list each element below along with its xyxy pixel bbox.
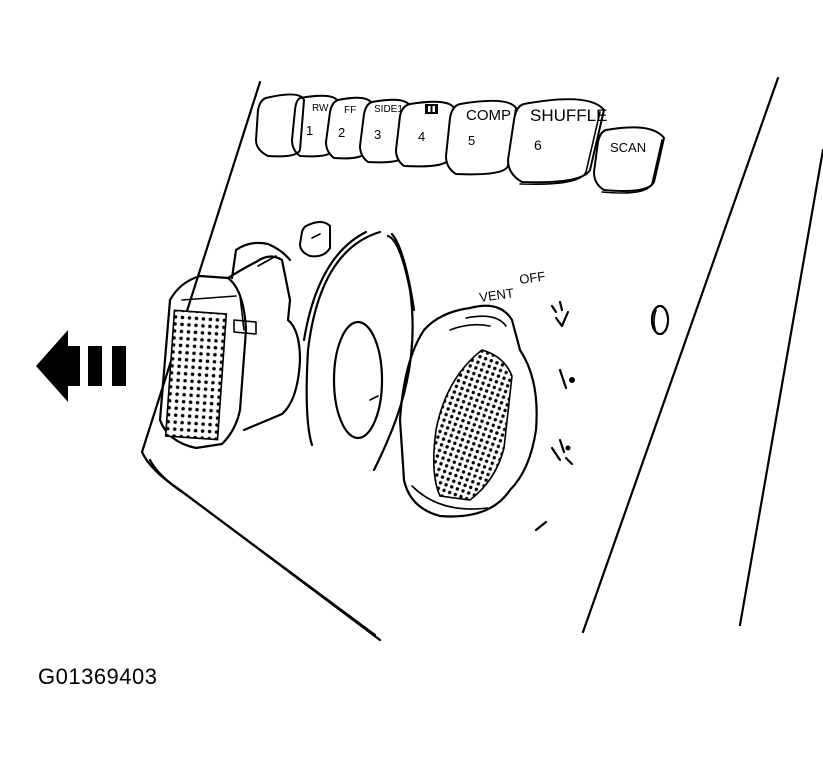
preset-button-5-bottom: 5 — [468, 133, 475, 148]
fan-speed-icon — [550, 300, 575, 466]
preset-button-1-bottom: 1 — [306, 123, 313, 138]
preset-button-5[interactable]: COMP 5 — [444, 99, 518, 176]
removed-knob[interactable] — [158, 241, 302, 450]
indicator-mark — [534, 520, 548, 532]
preset-button-1[interactable]: RW 1 — [254, 93, 340, 158]
scan-button-label: SCAN — [610, 140, 646, 155]
preset-button-6-top: SHUFFLE — [530, 106, 607, 125]
preset-button-2-top: FF — [344, 105, 356, 116]
vent-knob[interactable] — [398, 304, 538, 518]
center-dial — [302, 230, 416, 472]
preset-button-4-bottom: 4 — [418, 129, 425, 144]
play-pause-icon — [425, 104, 438, 114]
preset-button-5-top: COMP — [466, 107, 511, 124]
knob-grip-icon — [164, 309, 228, 441]
preset-button-2-bottom: 2 — [338, 125, 345, 140]
figure-id: G01369403 — [38, 664, 158, 689]
knob-grip-icon — [432, 349, 513, 501]
preset-button-1-top: RW — [312, 103, 329, 114]
preset-button-4[interactable]: 4 — [394, 100, 456, 168]
preset-button-3-bottom: 3 — [374, 127, 381, 142]
vent-label: VENT — [478, 285, 514, 305]
scan-button[interactable]: SCAN — [592, 126, 666, 194]
panel-screw-hole — [650, 304, 670, 336]
preset-button-6[interactable]: SHUFFLE 6 — [506, 98, 607, 186]
off-label: OFF — [518, 268, 546, 286]
left-arrow-icon — [36, 330, 126, 402]
preset-buttons: RW 1 FF 2 SIDE1-2 3 4 COMP 5 — [254, 93, 666, 194]
preset-button-6-bottom: 6 — [534, 137, 542, 153]
small-button[interactable] — [298, 221, 331, 258]
preset-button-3-top: SIDE1-2 — [374, 104, 412, 115]
